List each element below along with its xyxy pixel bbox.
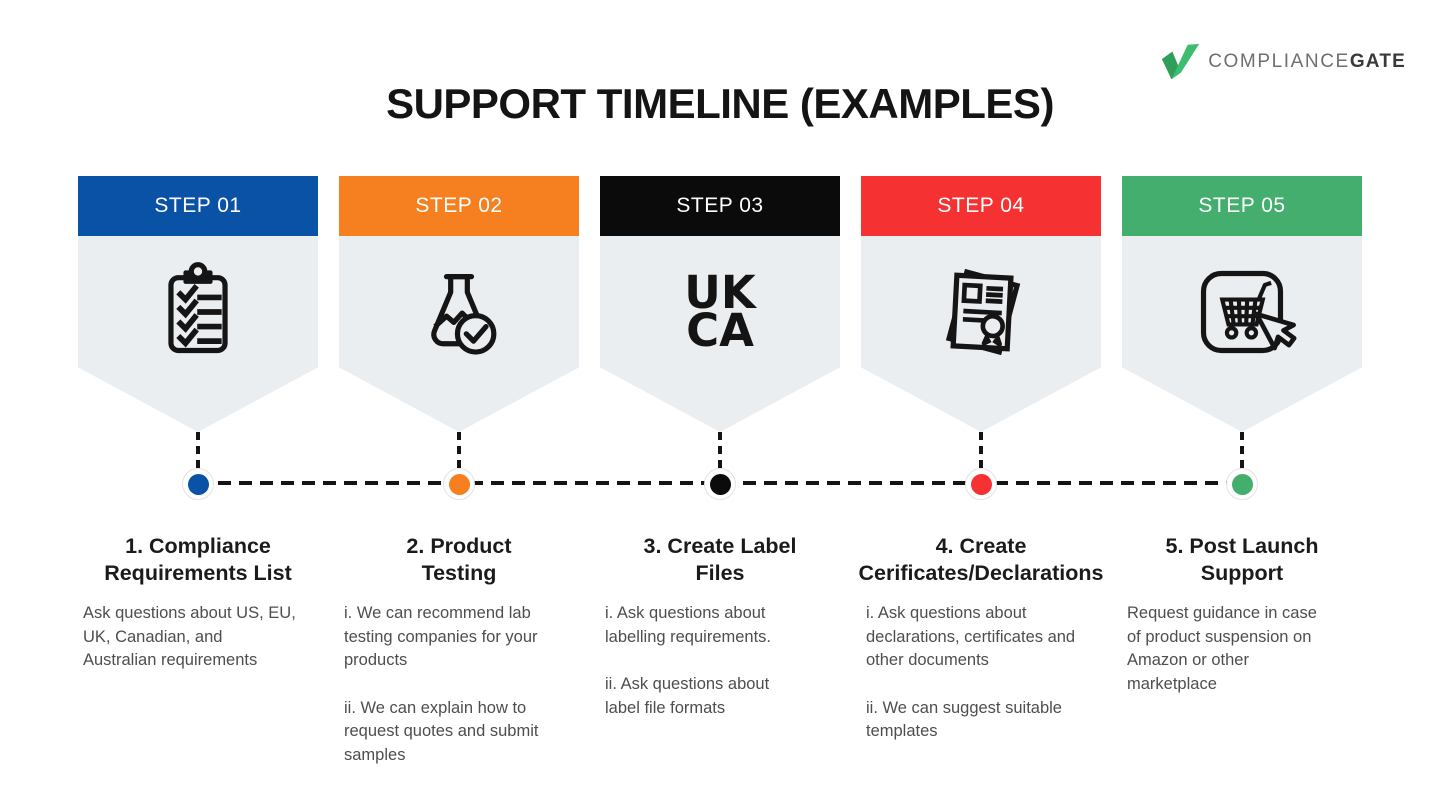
timeline-steps: STEP 01 1. Compliance Requirements List — [78, 176, 1362, 767]
step-5-header: STEP 05 — [1122, 176, 1362, 236]
lab-flask-check-icon — [431, 274, 497, 355]
step-column-3: STEP 03 UK CA 3. Create Label Files i. A… — [600, 176, 840, 767]
step-2-timeline-dot — [443, 468, 475, 500]
step-3-heading: 3. Create Label Files — [643, 534, 797, 586]
step-4-description: i. Ask questions about declarations, cer… — [866, 604, 1076, 741]
step-4-timeline-dot — [965, 468, 997, 500]
step-3-connector — [718, 432, 722, 468]
ukca-line-uk: UK — [684, 266, 756, 320]
step-3-timeline-dot — [704, 468, 736, 500]
step-column-2: STEP 02 2. Product Testing i. We can rec… — [339, 176, 579, 767]
step-4-panel — [861, 236, 1101, 432]
step-1-timeline-dot — [182, 468, 214, 500]
logo-text-gate: GATE — [1349, 51, 1406, 72]
page-title: SUPPORT TIMELINE (EXAMPLES) — [386, 80, 1054, 127]
logo-wordmark: COMPLIANCEGATE — [1208, 51, 1406, 73]
step-1-description: Ask questions about US, EU, UK, Canadian… — [83, 604, 296, 670]
step-2-connector — [457, 432, 461, 468]
step-5-panel — [1122, 236, 1362, 432]
step-3-header: STEP 03 — [600, 176, 840, 236]
step-5-description: Request guidance in case of product susp… — [1127, 604, 1317, 693]
checklist-clipboard-icon — [168, 262, 228, 354]
step-3-panel: UK CA — [600, 236, 840, 432]
step-4-header: STEP 04 — [861, 176, 1101, 236]
step-2-heading: 2. Product Testing — [406, 534, 512, 586]
step-5-heading: 5. Post Launch Support — [1165, 534, 1319, 586]
step-3-description: i. Ask questions about labelling require… — [605, 604, 772, 717]
green-checkmark-icon — [1162, 43, 1200, 80]
step-4-heading: 4. Create Cerificates/Declarations — [858, 534, 1104, 586]
logo-text-compliance: COMPLIANCE — [1208, 51, 1350, 72]
ukca-mark-icon: UK CA — [684, 260, 755, 364]
marketplace-cart-cursor-icon — [1200, 270, 1297, 354]
step-2-header: STEP 02 — [339, 176, 579, 236]
step-4-connector — [979, 432, 983, 468]
step-2-description: i. We can recommend lab testing companie… — [344, 604, 539, 764]
step-1-heading: 1. Compliance Requirements List — [104, 534, 292, 586]
certificates-documents-icon — [945, 268, 1021, 356]
step-column-1: STEP 01 1. Compliance Requirements List — [78, 176, 318, 767]
step-column-4: STEP 04 — [859, 176, 1103, 767]
step-2-panel — [339, 236, 579, 432]
step-1-panel — [78, 236, 318, 432]
step-5-connector — [1240, 432, 1244, 468]
step-5-timeline-dot — [1226, 468, 1258, 500]
step-1-connector — [196, 432, 200, 468]
step-column-5: STEP 05 5. Post — [1122, 176, 1362, 767]
ukca-line-ca: CA — [686, 304, 754, 357]
compliancegate-logo: COMPLIANCEGATE — [1159, 42, 1406, 82]
step-1-header: STEP 01 — [78, 176, 318, 236]
